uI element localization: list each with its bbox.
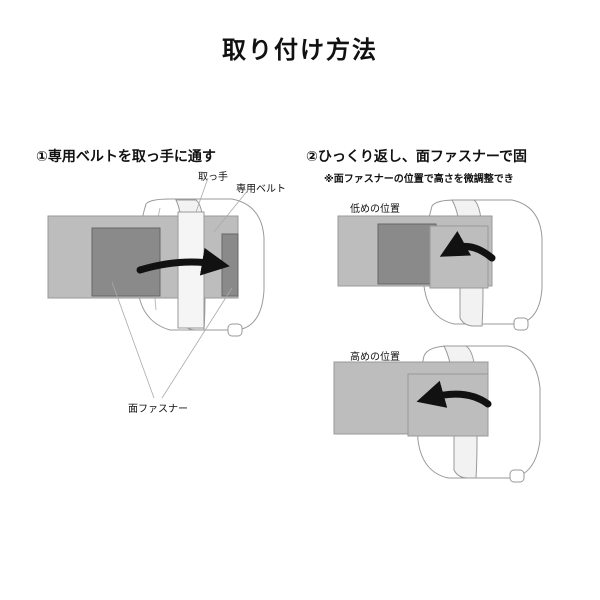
label-low-position: 低めの位置	[350, 204, 400, 215]
step1-illustration	[47, 177, 265, 399]
label-velcro: 面ファスナー	[128, 404, 188, 415]
label-high-position: 高めの位置	[350, 352, 400, 363]
step2-low-illustration	[337, 199, 543, 331]
step2-note: ※面ファスナーの位置で高さを微調整でき	[324, 174, 514, 185]
label-belt: 専用ベルト	[236, 184, 286, 195]
step2-heading: ②ひっくり返し、面ファスナーで固	[306, 149, 528, 165]
velcro-pad-low	[377, 223, 437, 285]
arrow-left-icon	[416, 380, 492, 408]
velcro-pad	[91, 227, 161, 297]
step1-heading: ①専用ベルトを取っ手に通す	[36, 149, 216, 165]
velcro-pad-high	[407, 373, 489, 437]
step2-high-illustration	[333, 345, 541, 483]
arrow-left-icon	[439, 230, 496, 262]
page-title: 取り付け方法	[222, 36, 378, 64]
label-handle: 取っ手	[198, 172, 228, 183]
suitcase-caster	[227, 323, 243, 337]
arrow-right-icon	[136, 247, 230, 276]
